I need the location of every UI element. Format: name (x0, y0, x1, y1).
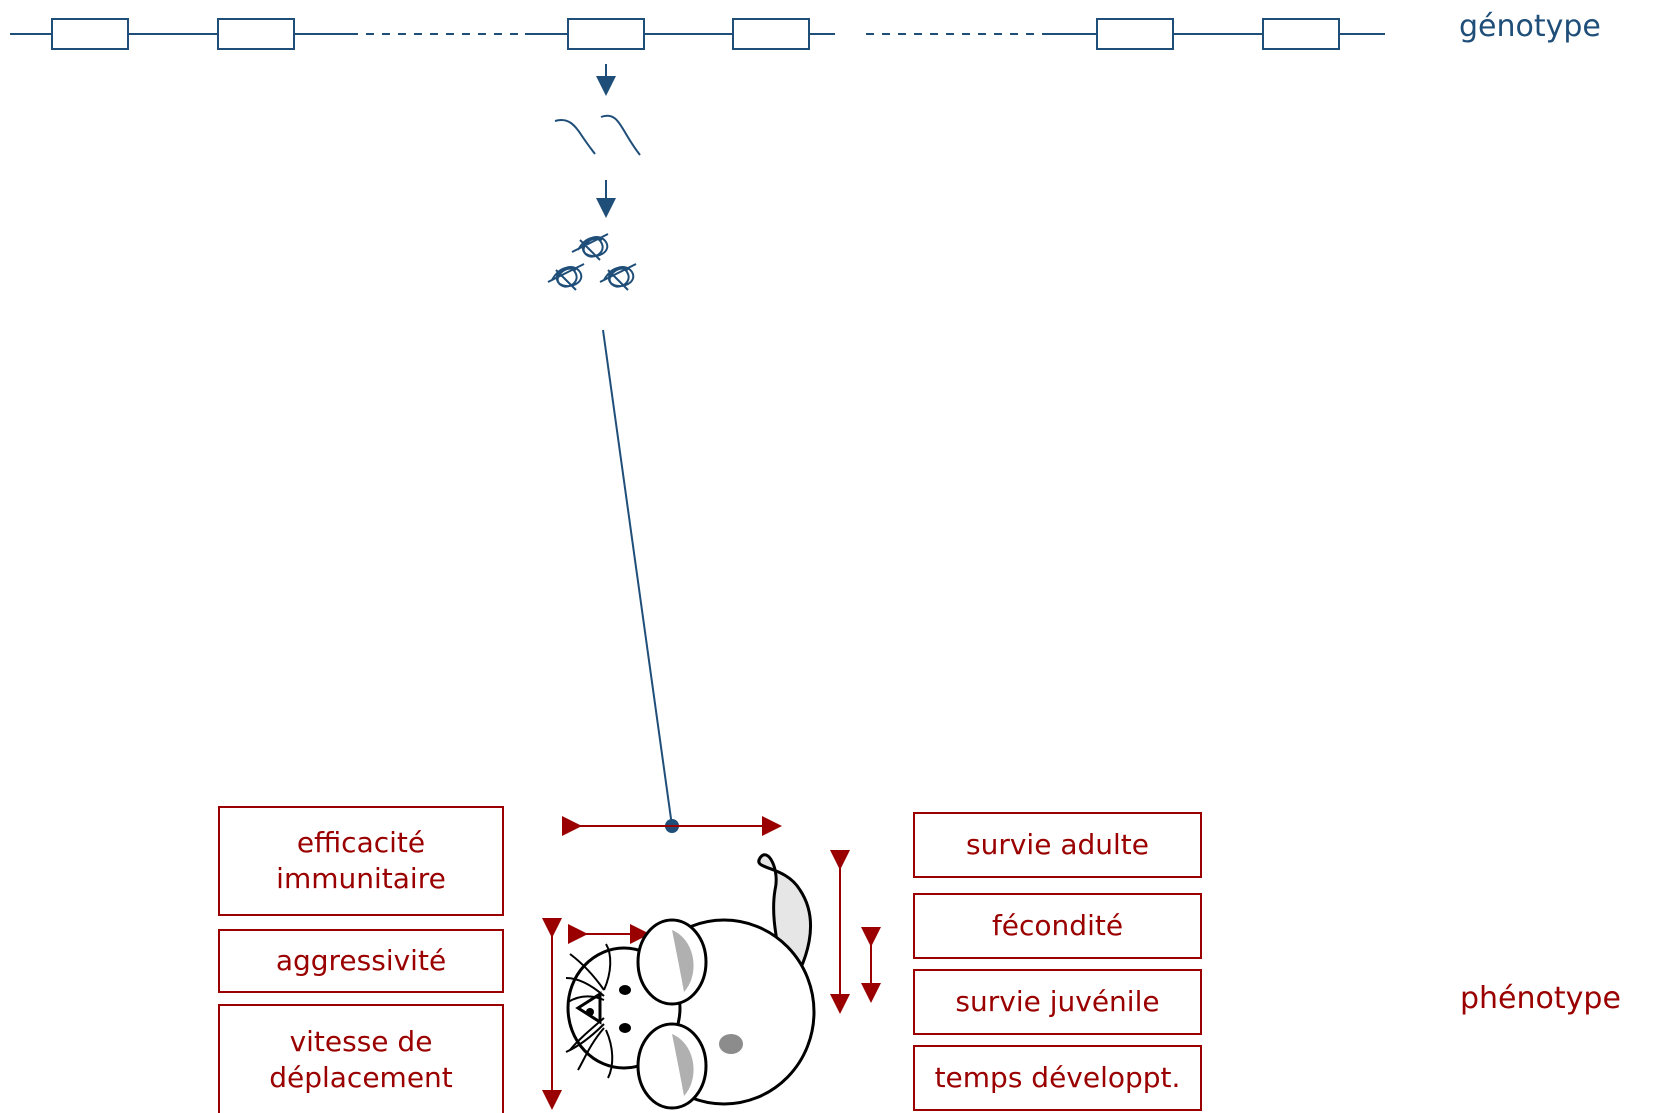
trait-box-immune-efficiency: efficacité immunitaire (218, 806, 504, 916)
trait-label: vitesse de déplacement (269, 1024, 453, 1094)
trait-box-movement-speed: vitesse de déplacement (218, 1004, 504, 1113)
gene-to-phenotype-link (602, 329, 673, 827)
mouse-icon (565, 853, 816, 1110)
trait-label: aggressivité (275, 944, 447, 977)
trait-label: temps développt. (934, 1061, 1181, 1094)
trait-box-aggressiveness: aggressivité (218, 929, 504, 993)
trait-box-adult-survival: survie adulte (913, 812, 1202, 878)
trait-box-fecundity: fécondité (913, 893, 1202, 959)
trait-label: fécondité (991, 909, 1124, 942)
genotype-label: génotype (1459, 9, 1601, 44)
trait-box-development-time: temps développt. (913, 1045, 1202, 1111)
trait-label: survie juvénile (955, 985, 1160, 1018)
trait-label: survie adulte (966, 828, 1149, 861)
protein-icon (547, 233, 637, 291)
trait-box-juvenile-survival: survie juvénile (913, 969, 1202, 1035)
phenotype-label: phénotype (1460, 981, 1621, 1016)
genome-line (10, 18, 1385, 50)
trait-label: efficacité immunitaire (276, 826, 446, 895)
mrna-icon (554, 114, 641, 156)
